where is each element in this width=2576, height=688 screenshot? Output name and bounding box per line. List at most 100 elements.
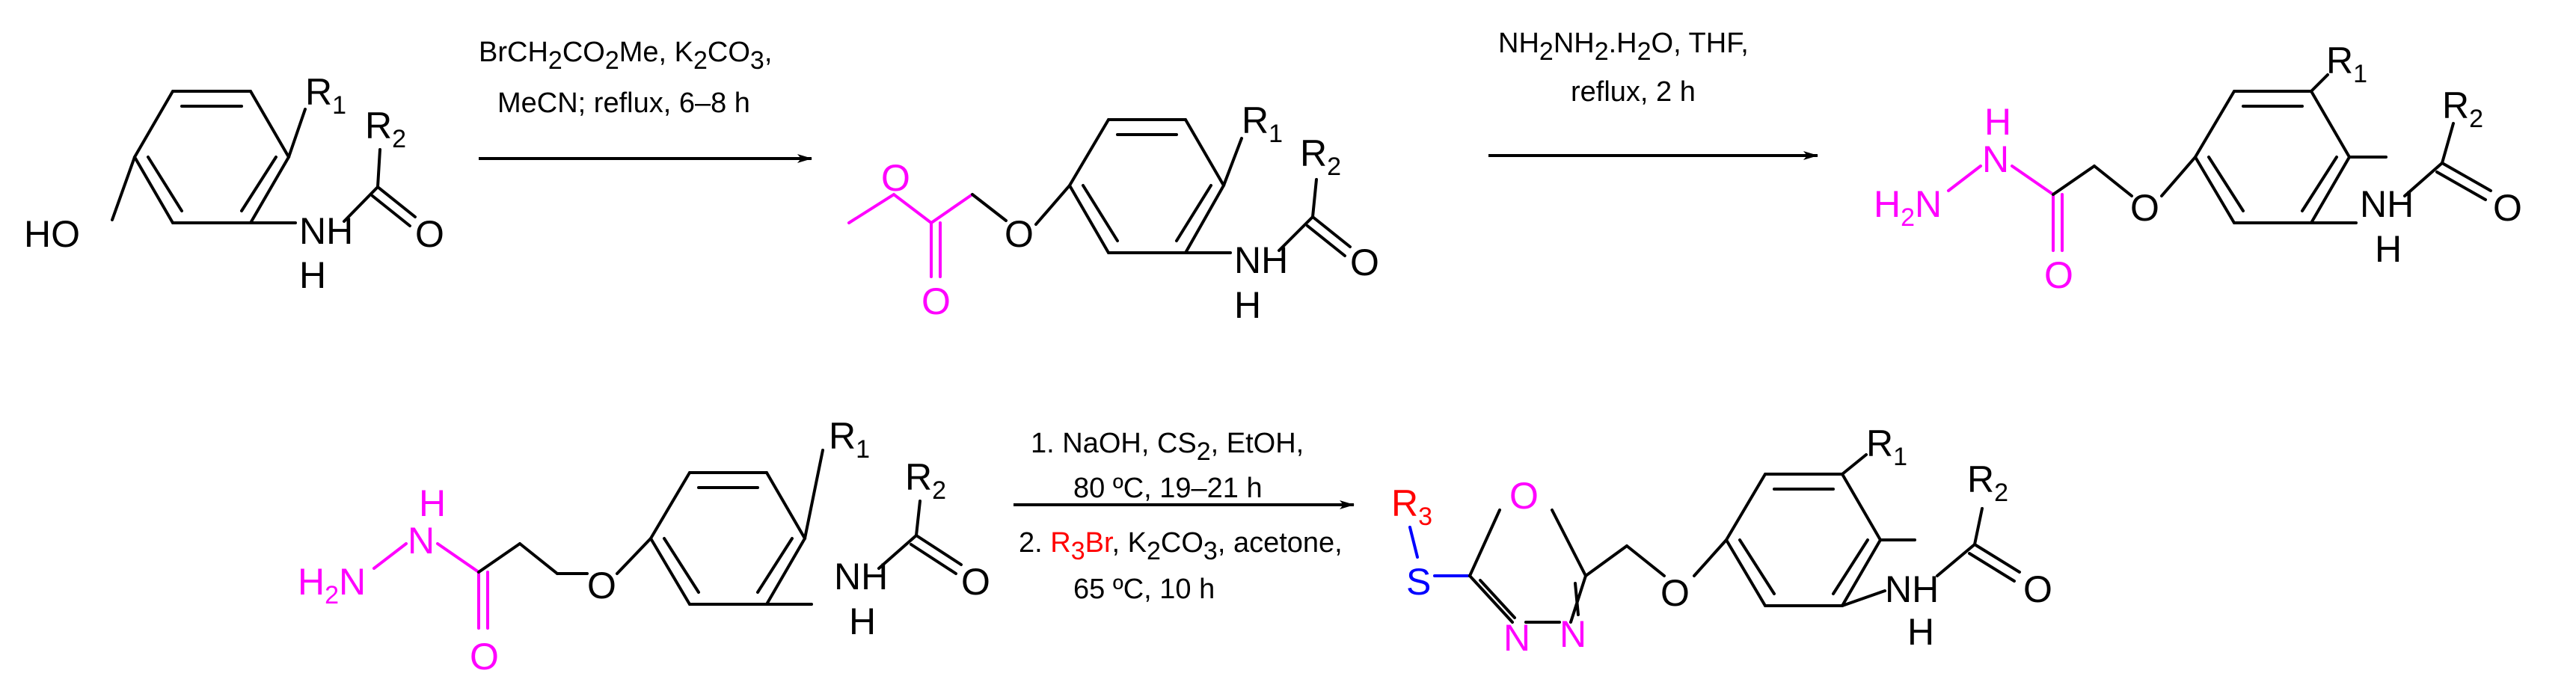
ester-chain — [847, 192, 974, 225]
condition-step3-line1: 1. NaOH, CS2, EtOH, — [1031, 428, 1304, 466]
bond-n-n — [1947, 165, 1982, 192]
bond-n-n — [372, 542, 408, 570]
bond-ring-r1 — [287, 108, 307, 159]
oxadiazole-ring — [1468, 509, 1587, 624]
condition-step3-line4: 65 ºC, 10 h — [1073, 574, 1215, 605]
compound-hydrazide-2: H2N N H O O R1 NH H R2 O — [298, 415, 990, 678]
bond-co-ch2 — [2052, 165, 2096, 196]
r1-label: R1 — [829, 415, 870, 464]
condition-step1-line2: MeCN; reflux, 6–8 h — [497, 87, 750, 119]
oxadiazole-n-label-1: N — [1503, 617, 1530, 659]
hydrazide-h-label: H — [1984, 101, 2011, 143]
bond-ch2-o — [518, 542, 559, 575]
benzene-ring — [2193, 90, 2352, 224]
carbonyl-o-label: O — [2023, 568, 2052, 610]
bond-nh-co — [343, 185, 379, 223]
h-label: H — [1907, 611, 1934, 653]
h2n-label: H2N — [298, 561, 366, 609]
bond-c-o-double — [915, 534, 963, 566]
bond-co-r2 — [1311, 178, 1318, 218]
hydrazide-carbonyl-o-label: O — [470, 636, 499, 678]
compound-hydrazide-1: H2N N H O O R1 NH H R2 O — [1874, 40, 2522, 296]
compound-ester: O O O R1 NH H R2 O — [847, 99, 1379, 326]
h-label: H — [1234, 284, 1261, 326]
condition-step2-line1: NH2NH2.H2O, THF, — [1498, 28, 1749, 66]
bond-nh-co — [2403, 162, 2444, 197]
h-label: H — [849, 601, 876, 642]
hydrazide-n-label: N — [1982, 138, 2009, 180]
bond-o-ring — [616, 537, 652, 575]
bond-r3-s — [1408, 526, 1419, 559]
r1-label: R1 — [1866, 423, 1907, 471]
condition-step1-line1: BrCH2CO2Me, K2CO3, — [479, 37, 772, 75]
h-label: H — [2375, 228, 2402, 270]
r1-label: R1 — [1242, 99, 1283, 148]
bond-c-o-double — [2441, 162, 2492, 192]
h2n-label: H2N — [1874, 183, 1942, 232]
bond-ch2-o — [2093, 165, 2133, 197]
r1-label: R1 — [2326, 40, 2367, 88]
carbonyl-o-label: O — [1350, 242, 1379, 283]
nh-label: NH — [834, 556, 888, 598]
ether-o-label: O — [1660, 572, 1690, 614]
benzene-ring — [1724, 473, 1883, 607]
sulfur-label: S — [1406, 561, 1431, 603]
bond-ring-nh — [1841, 589, 1886, 607]
bond-ring-ch2 — [1584, 544, 1628, 577]
carbonyl-o-label: O — [961, 561, 990, 603]
bond-nh-co — [877, 534, 918, 570]
carbonyl-o-label: O — [2493, 187, 2522, 229]
bond-nh-co — [1278, 215, 1314, 252]
oxadiazole-o-label: O — [1509, 475, 1539, 517]
r1-label: R1 — [305, 71, 346, 120]
bond-nh-co — [1936, 543, 1976, 577]
benzene-ring — [1067, 118, 1226, 254]
bond-ring-r1 — [2310, 73, 2329, 93]
oxadiazole-n-label-2: N — [1560, 613, 1586, 655]
nh-label: NH — [299, 210, 353, 252]
compound-oxadiazole-product: R3 S O N N O R1 NH H — [1391, 423, 2052, 659]
bond-c-o-double — [1311, 215, 1352, 248]
r2-label: R2 — [905, 456, 946, 505]
r2-label: R2 — [1300, 132, 1341, 181]
hydrazide-h-label: H — [419, 482, 446, 524]
r2-label: R2 — [1967, 458, 2008, 507]
compound-phenol: R1 HO NH H R2 O — [24, 71, 444, 296]
r3-label: R3 — [1391, 482, 1432, 531]
ho-label: HO — [24, 213, 80, 255]
ether-o-label: O — [1005, 213, 1034, 255]
bond-c-o-double — [1973, 543, 2021, 574]
bond-c-o-double-1 — [376, 185, 417, 218]
bond-co-r2 — [376, 148, 381, 188]
bond-ring-r1 — [1841, 453, 1868, 476]
bond-ring-r1 — [1222, 137, 1243, 187]
bond-o-ring — [1034, 184, 1071, 226]
condition-step2-line2: reflux, 2 h — [1571, 76, 1696, 108]
bond-co-r2 — [2441, 122, 2455, 165]
nh-label: NH — [2360, 183, 2414, 225]
r2-label: R2 — [365, 105, 406, 153]
hydrazide-carbonyl-o-label: O — [2044, 254, 2073, 296]
bond-co-r2 — [1973, 507, 1984, 546]
carbonyl-o-label: O — [415, 213, 444, 255]
bond-ring-oh — [111, 156, 136, 221]
ester-o-label: O — [881, 157, 910, 199]
condition-step3-line2: 80 ºC, 19–21 h — [1073, 473, 1263, 504]
bond-ring-r1 — [803, 449, 824, 540]
bond-n-co — [436, 542, 480, 574]
bond-co-ch2 — [477, 542, 521, 574]
condition-step3-line3: 2. R3Br, K2CO3, acetone, — [1019, 527, 1343, 565]
bond-ch2-o — [971, 193, 1008, 222]
ether-o-label: O — [587, 565, 616, 606]
nh-label: NH — [1234, 239, 1288, 281]
benzene-ring — [132, 90, 291, 224]
bond-o-ring — [1693, 538, 1728, 577]
bond-o-ring — [2160, 156, 2197, 197]
benzene-ring — [648, 471, 807, 606]
h-label: H — [299, 254, 326, 296]
nh-label: NH — [1885, 568, 1939, 610]
bond-co-r2 — [915, 500, 921, 537]
r2-label: R2 — [2442, 85, 2483, 133]
ether-o-label: O — [2130, 187, 2159, 229]
